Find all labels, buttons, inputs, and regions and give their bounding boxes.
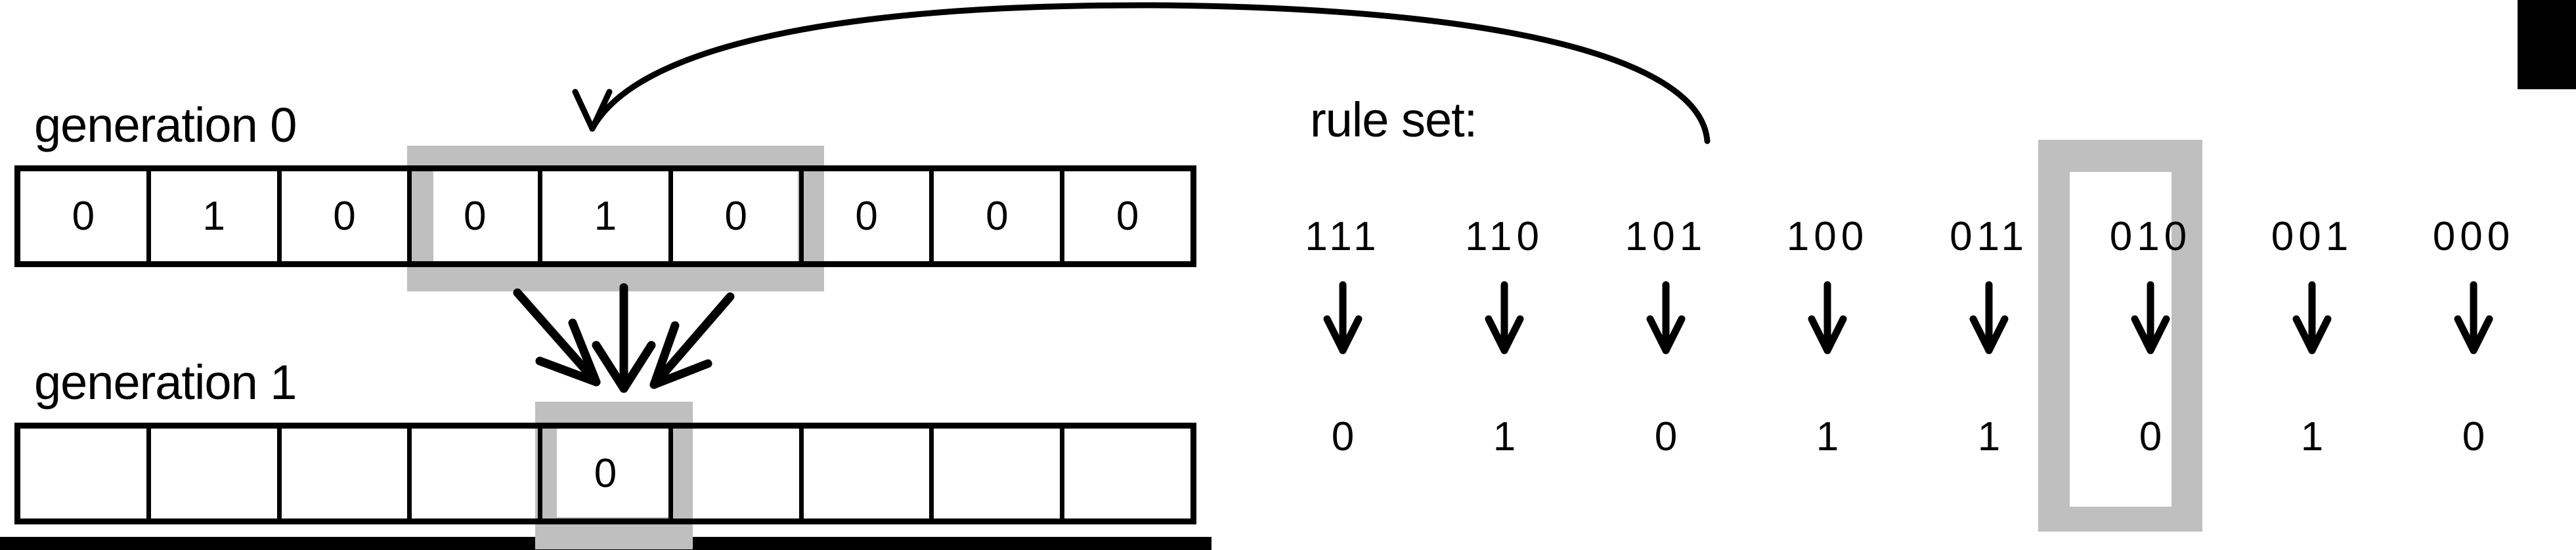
page-bleed-top-right	[2518, 0, 2576, 89]
rule-output-value: 1	[1977, 414, 2001, 459]
converging-arrows-group	[499, 282, 749, 400]
generation-1-tape: 0	[14, 423, 1196, 524]
rule-output-value: 0	[1331, 414, 1355, 459]
rule-down-arrow-icon	[1645, 281, 1687, 354]
generation-0-label: generation 0	[34, 98, 297, 152]
generation-1-highlight-notch	[557, 425, 672, 517]
rule-pattern: 101	[1625, 214, 1707, 259]
rule-column[interactable]: 010 0	[2075, 214, 2226, 460]
rule-down-arrow-icon	[2453, 281, 2495, 354]
rule-output-value: 0	[1654, 414, 1678, 459]
lookup-curved-arrow	[552, 0, 1747, 144]
rule-pattern: 110	[1465, 214, 1544, 259]
generation-1-label: generation 1	[34, 355, 297, 410]
rule-set-label: rule set:	[1310, 93, 1477, 147]
rule-pattern: 001	[2271, 214, 2353, 259]
generation-1-cell[interactable]	[934, 429, 1065, 518]
generation-1-cell[interactable]	[804, 429, 934, 518]
rule-output-value: 1	[2300, 414, 2324, 459]
rule-output-value: 1	[1493, 414, 1516, 459]
rule-column[interactable]: 011 1	[1913, 214, 2064, 460]
generation-0-cell[interactable]: 0	[282, 171, 412, 261]
generation-0-cell[interactable]: 0	[1116, 194, 1139, 239]
rule-down-arrow-icon	[1483, 281, 1525, 354]
rule-pattern: 111	[1305, 214, 1381, 259]
rule-column[interactable]: 111 0	[1267, 214, 1418, 460]
rule-pattern: 100	[1786, 214, 1869, 259]
rule-column[interactable]: 101 0	[1590, 214, 1741, 460]
rule-output-value: 1	[1816, 414, 1839, 459]
generation-1-cell[interactable]	[282, 429, 412, 518]
generation-1-cell[interactable]	[673, 429, 804, 518]
generation-1-cell[interactable]	[151, 429, 282, 518]
rule-down-arrow-icon	[1968, 281, 2010, 354]
rule-column[interactable]: 110 1	[1429, 214, 1580, 460]
generation-0-cell[interactable]: 0	[20, 171, 151, 261]
generation-1-cell[interactable]	[1064, 429, 1190, 518]
generation-0-highlight-notch	[433, 169, 798, 261]
rule-output-value: 0	[2462, 414, 2485, 459]
generation-0-cell[interactable]: 1	[151, 171, 282, 261]
rule-column[interactable]: 100 1	[1752, 214, 1903, 460]
generation-1-cell[interactable]	[412, 429, 543, 518]
generation-0-cell[interactable]: 0	[673, 171, 804, 261]
rule-column[interactable]: 001 1	[2237, 214, 2388, 460]
generation-0-cell[interactable]: 0	[804, 171, 934, 261]
generation-0-cell[interactable]: 0	[412, 171, 543, 261]
rule-down-arrow-icon	[1806, 281, 1848, 354]
generation-0-cell[interactable]: 1	[542, 171, 673, 261]
generation-0-cell[interactable]: 0	[934, 171, 1065, 261]
rule-pattern: 000	[2432, 214, 2515, 259]
rule-down-arrow-icon	[2291, 281, 2333, 354]
rule-down-arrow-icon	[1322, 281, 1364, 354]
rule-pattern: 011	[1950, 214, 2028, 259]
rule-pattern: 010	[2109, 214, 2192, 259]
generation-1-cell[interactable]	[20, 429, 151, 518]
rule-down-arrow-icon	[2129, 281, 2172, 354]
rule-output-value: 0	[2139, 414, 2162, 459]
generation-1-cell[interactable]: 0	[542, 429, 673, 518]
